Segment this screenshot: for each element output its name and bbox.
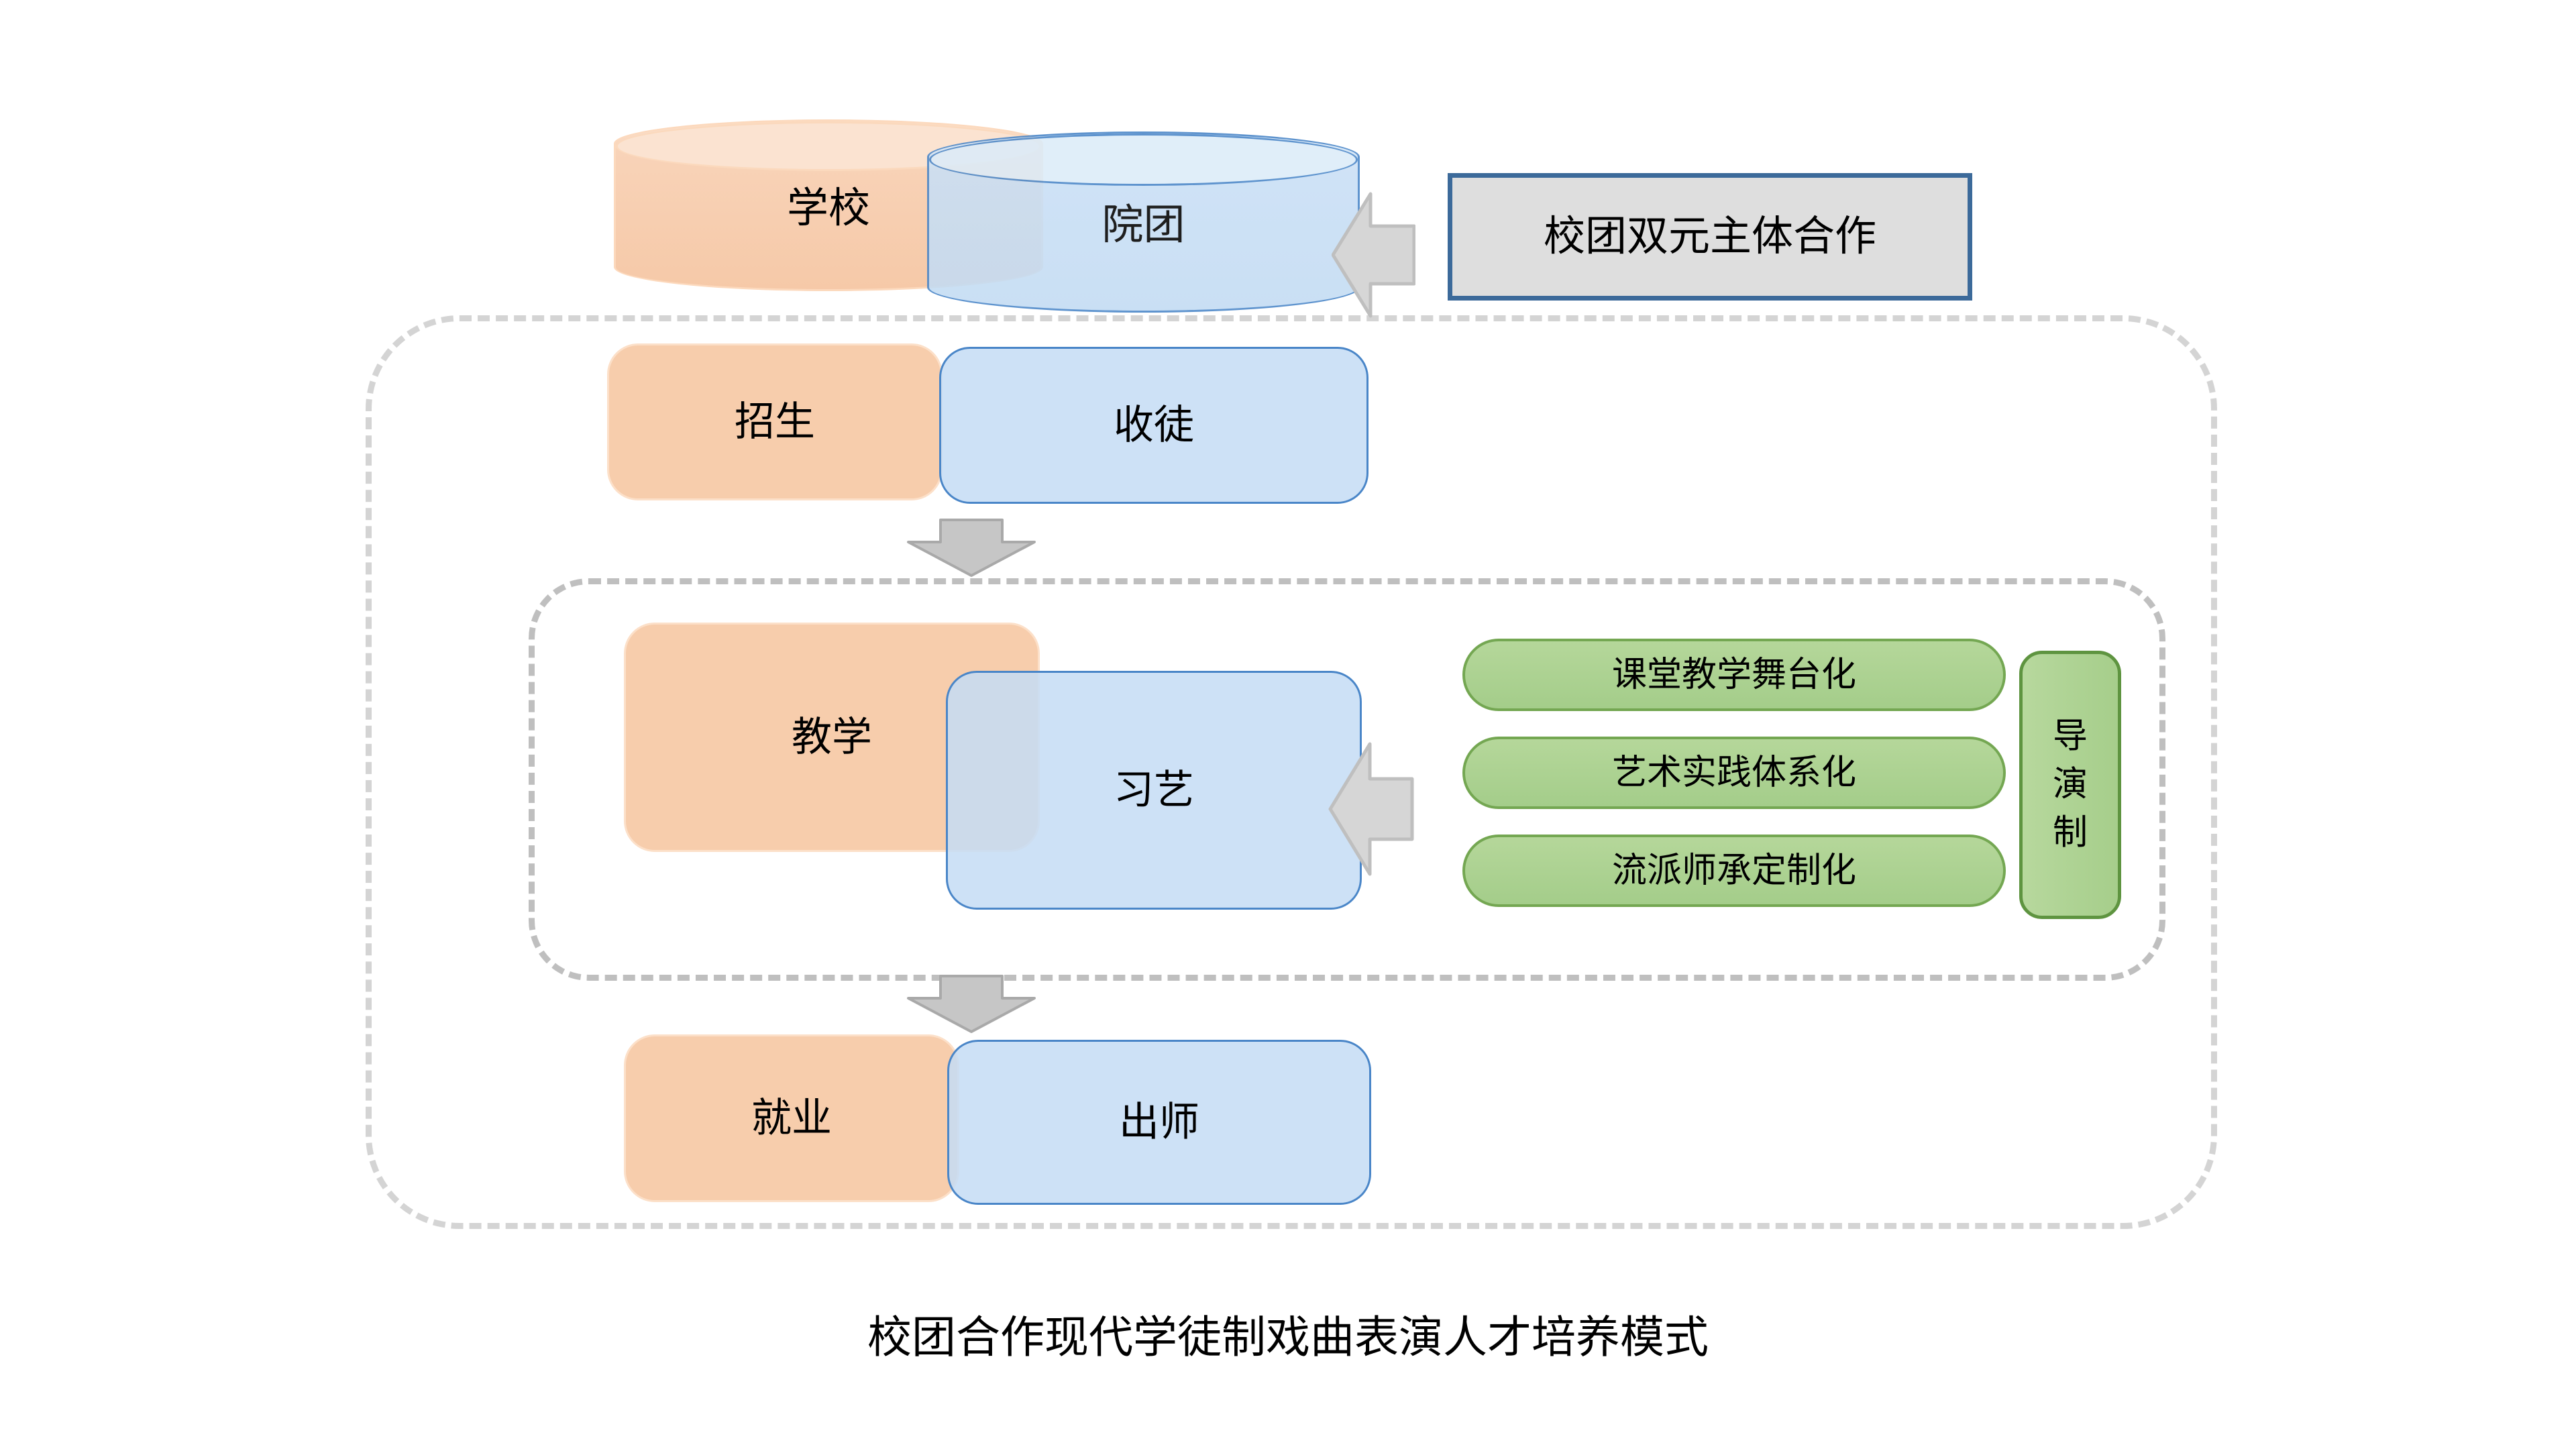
box-employment[interactable]: 就业: [624, 1034, 959, 1202]
box-admission[interactable]: 招生: [607, 343, 943, 500]
cylinder-troupe[interactable]: 院团: [927, 131, 1360, 313]
inner-dashed-frame: [529, 578, 2165, 981]
callout-partnership[interactable]: 校团双元主体合作: [1448, 173, 1972, 301]
pill-feature-1-label: 艺术实践体系化: [1611, 753, 1856, 792]
box-admission-label: 招生: [735, 399, 815, 444]
box-learning-craft[interactable]: 习艺: [946, 671, 1362, 910]
tag-director-system-char-1: 演: [2052, 765, 2088, 804]
arrow-down-icon-admission-to-teaching: [906, 518, 1037, 577]
tag-director-system[interactable]: 导 演 制: [2019, 651, 2121, 919]
outer-dashed-frame: [366, 315, 2217, 1229]
cylinder-school-label: 学校: [786, 185, 870, 231]
arrow-left-icon-features: [1328, 741, 1414, 877]
tag-director-system-label: 导 演 制: [2023, 712, 2118, 857]
pill-feature-0-label: 课堂教学舞台化: [1611, 655, 1856, 694]
pill-feature-1[interactable]: 艺术实践体系化: [1462, 737, 2006, 809]
arrow-left-icon-partnership: [1332, 191, 1415, 319]
diagram-caption: 校团合作现代学徒制戏曲表演人才培养模式: [867, 1312, 1709, 1362]
box-employment-label: 就业: [751, 1095, 832, 1140]
box-apprentice-intake[interactable]: 收徒: [939, 347, 1368, 504]
tag-director-system-char-2: 制: [2052, 812, 2088, 852]
box-graduation-label: 出师: [1119, 1099, 1199, 1144]
arrow-down-icon-teaching-to-employment: [906, 974, 1037, 1033]
callout-partnership-label: 校团双元主体合作: [1543, 213, 1876, 260]
tag-director-system-char-0: 导: [2052, 716, 2088, 756]
pill-feature-2[interactable]: 流派师承定制化: [1462, 835, 2006, 907]
box-graduation[interactable]: 出师: [947, 1040, 1371, 1205]
box-apprentice-intake-label: 收徒: [1114, 402, 1194, 447]
box-learning-craft-label: 习艺: [1114, 767, 1194, 812]
cylinder-troupe-label: 院团: [1102, 202, 1185, 249]
pill-feature-2-label: 流派师承定制化: [1611, 851, 1856, 890]
pill-feature-0[interactable]: 课堂教学舞台化: [1462, 639, 2006, 711]
box-teaching-label: 教学: [792, 714, 872, 759]
